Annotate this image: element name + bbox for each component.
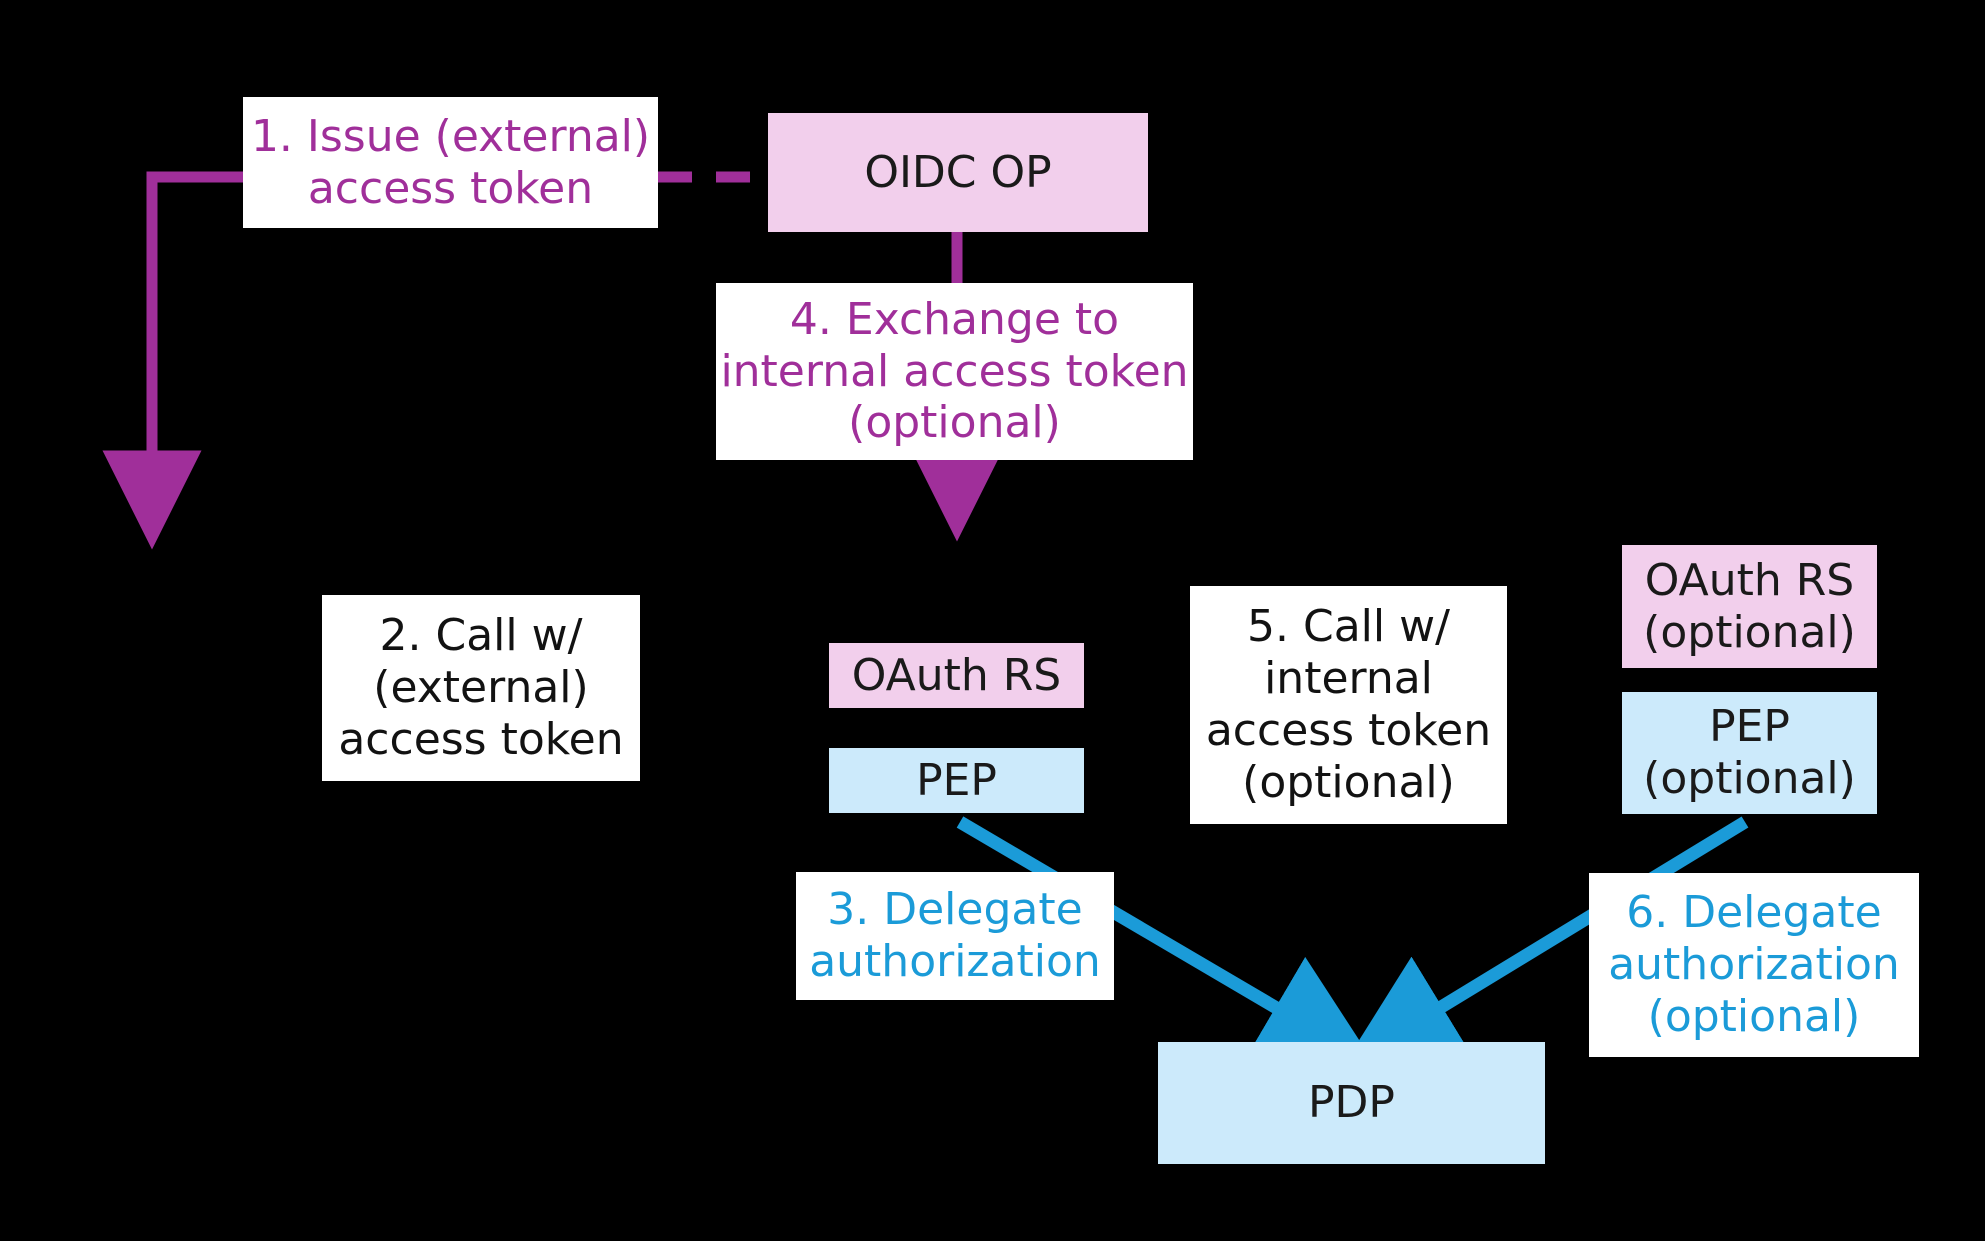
edge-label-step2-text: 2. Call w/ (external) access token <box>338 610 624 765</box>
node-pep-middle-label: PEP <box>916 754 997 806</box>
node-oidc-op-label: OIDC OP <box>864 146 1052 198</box>
node-pdp[interactable]: PDP <box>1158 1042 1545 1164</box>
edge-label-step4-text: 4. Exchange to internal access token (op… <box>720 293 1189 449</box>
node-oauth-rs-optional[interactable]: OAuth RS (optional) <box>1622 545 1877 668</box>
edge-label-step1: 1. Issue (external) access token <box>243 97 658 228</box>
edge-label-step2: 2. Call w/ (external) access token <box>322 595 640 781</box>
edge-label-step3-text: 3. Delegate authorization <box>809 884 1101 987</box>
node-oauth-rs-middle[interactable]: OAuth RS <box>829 643 1084 708</box>
node-oauth-rs-middle-label: OAuth RS <box>851 649 1062 701</box>
edge-label-step4: 4. Exchange to internal access token (op… <box>716 283 1193 460</box>
edge-label-step5-text: 5. Call w/ internal access token (option… <box>1205 601 1492 808</box>
edge-label-step1-text: 1. Issue (external) access token <box>250 110 651 214</box>
edge-label-step6: 6. Delegate authorization (optional) <box>1589 873 1919 1057</box>
node-pep-middle[interactable]: PEP <box>829 748 1084 813</box>
connector-step1-down <box>102 171 245 550</box>
node-pep-optional[interactable]: PEP (optional) <box>1622 692 1877 814</box>
node-oauth-rs-optional-label: OAuth RS (optional) <box>1643 554 1856 658</box>
edge-label-step6-text: 6. Delegate authorization (optional) <box>1608 887 1900 1042</box>
node-pdp-label: PDP <box>1308 1077 1395 1129</box>
node-pep-optional-label: PEP (optional) <box>1643 701 1856 804</box>
node-oidc-op[interactable]: OIDC OP <box>768 113 1148 232</box>
edge-label-step3: 3. Delegate authorization <box>796 872 1114 1000</box>
edge-label-step5: 5. Call w/ internal access token (option… <box>1190 586 1507 824</box>
